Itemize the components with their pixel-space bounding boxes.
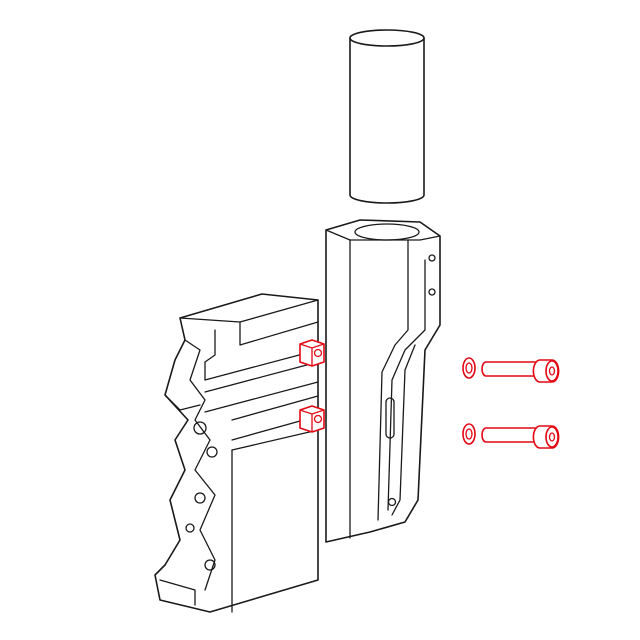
washer-lower	[462, 423, 476, 445]
t-nut-lower	[299, 405, 325, 433]
screw-upper	[481, 359, 560, 383]
screw-lower	[481, 425, 560, 449]
t-nut-upper	[299, 339, 325, 367]
tube	[349, 29, 425, 204]
washer-upper	[462, 357, 476, 379]
clamp-bracket	[325, 219, 441, 543]
aluminium-profile	[154, 293, 319, 613]
